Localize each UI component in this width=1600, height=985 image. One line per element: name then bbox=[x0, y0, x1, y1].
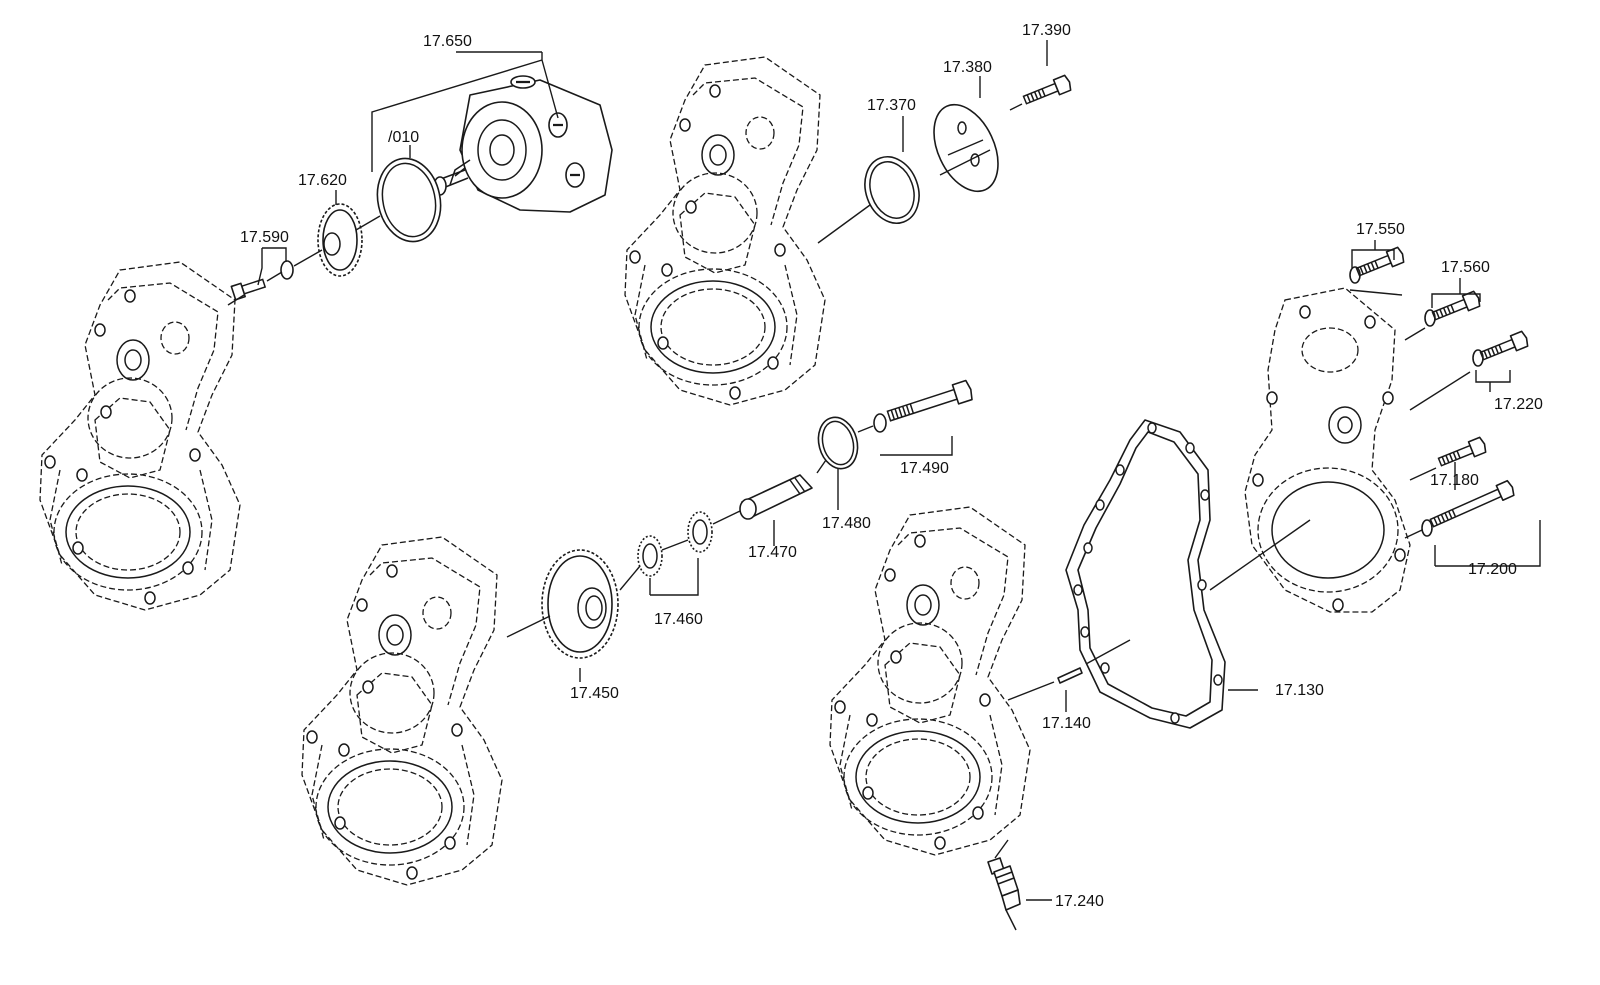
housing-top-middle bbox=[624, 56, 826, 406]
callout-17480: 17.480 bbox=[822, 515, 871, 532]
callout-labels: 17.650 /010 17.620 17.590 17.390 17.380 … bbox=[240, 22, 1543, 910]
callout-17390: 17.390 bbox=[1022, 22, 1071, 39]
gear-17620 bbox=[317, 203, 363, 277]
callout-17450: 17.450 bbox=[570, 685, 619, 702]
callout-17380: 17.380 bbox=[943, 59, 992, 76]
housing-bottom-right bbox=[829, 506, 1031, 856]
o-ring-010 bbox=[376, 157, 442, 243]
callout-17460: 17.460 bbox=[654, 611, 703, 628]
callout-17470: 17.470 bbox=[748, 544, 797, 561]
o-ring-17370-inner bbox=[869, 161, 915, 219]
washer-17590 bbox=[280, 260, 294, 280]
callout-010: /010 bbox=[388, 129, 419, 146]
bolt-17200 bbox=[1429, 479, 1515, 528]
housing-bottom-middle bbox=[301, 536, 503, 886]
callout-17240: 17.240 bbox=[1055, 893, 1104, 910]
bolt-17220 bbox=[1478, 329, 1531, 365]
leader-lines bbox=[257, 40, 1541, 901]
o-ring-010-inner bbox=[381, 162, 437, 238]
washer-17200 bbox=[1421, 519, 1433, 537]
gasket bbox=[1065, 419, 1226, 729]
pump-assembly bbox=[429, 75, 613, 213]
callout-17140: 17.140 bbox=[1042, 715, 1091, 732]
callout-17490: 17.490 bbox=[900, 460, 949, 477]
bolt-17490 bbox=[886, 379, 973, 422]
bolt-17180 bbox=[1436, 435, 1489, 471]
gear-17450 bbox=[541, 549, 619, 659]
callout-17550: 17.550 bbox=[1356, 221, 1405, 238]
bolt-17390 bbox=[1021, 73, 1074, 109]
bolt-17560 bbox=[1430, 289, 1483, 325]
callout-17130: 17.130 bbox=[1275, 682, 1324, 699]
o-ring-17370 bbox=[864, 156, 920, 224]
axis-lines bbox=[227, 103, 1471, 859]
housing-left bbox=[39, 261, 241, 611]
o-ring-17480-inner bbox=[821, 420, 855, 466]
dowel-pin-17140 bbox=[1057, 667, 1083, 684]
bolt-17550 bbox=[1354, 245, 1407, 281]
callout-17370: 17.370 bbox=[867, 97, 916, 114]
needle-bearing-17460b bbox=[687, 511, 713, 553]
cover-plate-right bbox=[1244, 287, 1411, 613]
callout-17200: 17.200 bbox=[1468, 561, 1517, 578]
sensor-17240 bbox=[987, 857, 1021, 931]
callout-17220: 17.220 bbox=[1494, 396, 1543, 413]
washer-17490 bbox=[873, 413, 887, 433]
callout-17180: 17.180 bbox=[1430, 472, 1479, 489]
needle-bearing-17460a bbox=[637, 535, 663, 577]
callout-17590: 17.590 bbox=[240, 229, 289, 246]
shaft-17470 bbox=[739, 474, 813, 520]
bolt-17590 bbox=[230, 278, 267, 301]
callout-17620: 17.620 bbox=[298, 172, 347, 189]
callout-17650: 17.650 bbox=[423, 33, 472, 50]
callout-17560: 17.560 bbox=[1441, 259, 1490, 276]
